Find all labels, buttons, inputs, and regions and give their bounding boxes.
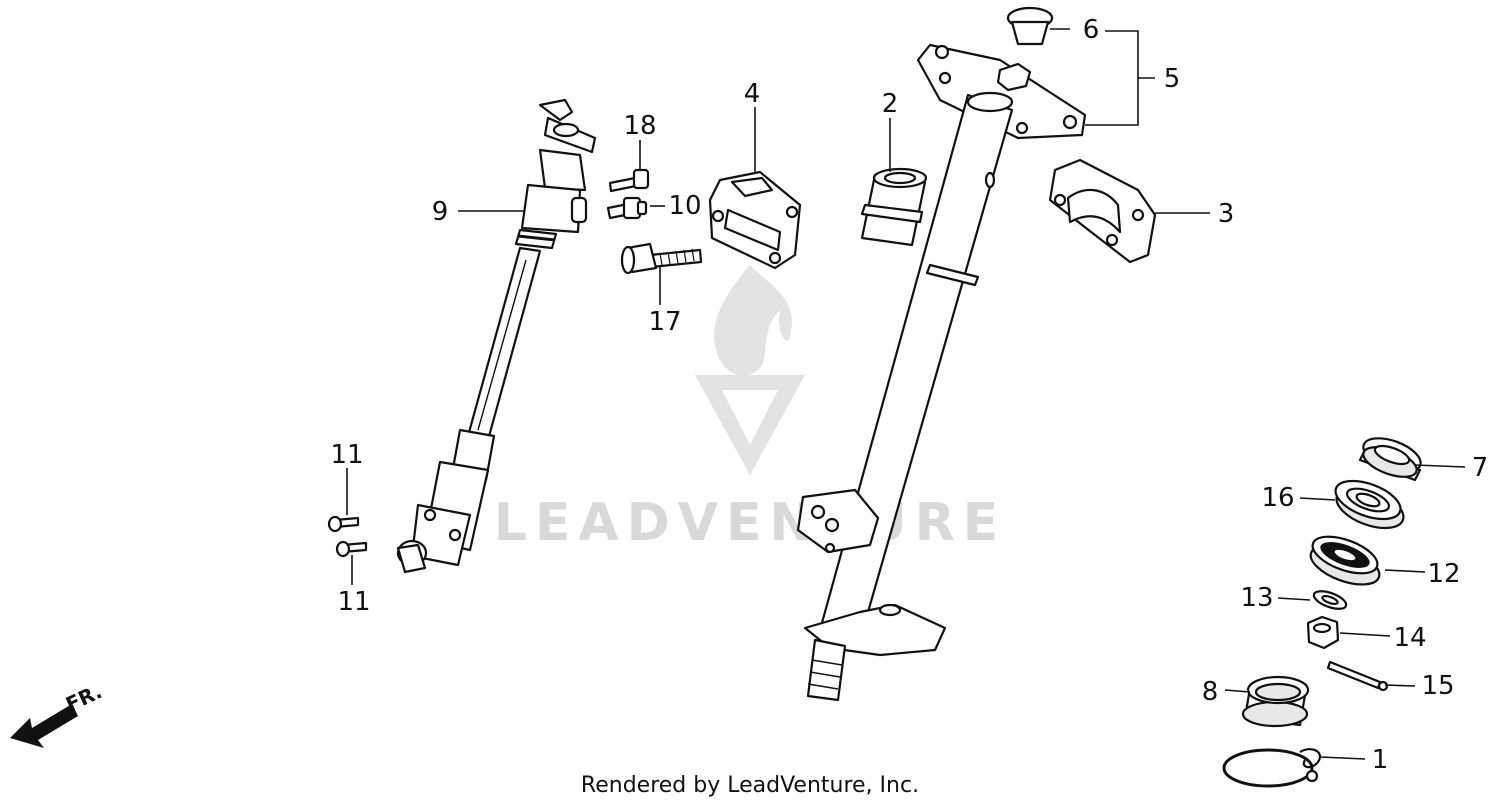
label-part-8: 8 [1202, 677, 1219, 707]
render-credit: Rendered by LeadVenture, Inc. [581, 773, 919, 798]
label-part-5: 5 [1164, 64, 1181, 94]
label-part-7: 7 [1472, 453, 1489, 483]
label-part-15: 15 [1421, 671, 1454, 701]
label-part-11-lower: 11 [337, 587, 370, 617]
part-7-seal[interactable] [1358, 432, 1425, 483]
part-2-bushing[interactable] [860, 167, 928, 247]
part-8-dust-seal[interactable] [1241, 675, 1310, 728]
label-part-18: 18 [623, 111, 656, 141]
label-part-2: 2 [882, 89, 899, 119]
label-part-10: 10 [668, 191, 701, 221]
watermark-v-icon [695, 375, 805, 475]
part-16-bearing[interactable] [1331, 473, 1409, 536]
leader-lines [346, 28, 1466, 760]
label-part-4: 4 [744, 79, 761, 109]
part-1-circlip[interactable] [1222, 748, 1321, 788]
part-12-bearing[interactable] [1306, 529, 1385, 592]
part-6-cap[interactable] [1006, 6, 1054, 46]
part-13-washer[interactable] [1312, 588, 1349, 613]
part-18-bolt[interactable] [608, 168, 650, 193]
label-part-3: 3 [1218, 199, 1235, 229]
part-14-nut[interactable] [1306, 615, 1340, 650]
label-part-12: 12 [1427, 559, 1460, 589]
watermark-text: LEADVENTURE [494, 493, 1007, 553]
part-10-bolt[interactable] [606, 196, 648, 220]
part-9-steering-shaft[interactable] [396, 98, 597, 574]
label-part-9: 9 [432, 197, 449, 227]
front-direction-indicator: FR. [10, 679, 106, 748]
watermark: LEADVENTURE [494, 265, 1007, 553]
part-4-shaft-holder[interactable] [708, 170, 802, 270]
part-11-screw-lower[interactable] [335, 540, 368, 558]
label-part-16: 16 [1261, 483, 1294, 513]
part-11-screw-upper[interactable] [327, 515, 360, 533]
front-direction-label: FR. [62, 679, 106, 716]
part-3-shaft-holder[interactable] [1048, 158, 1157, 264]
part-5-steering-post[interactable] [796, 43, 1087, 702]
label-part-13: 13 [1240, 583, 1273, 613]
label-part-1: 1 [1372, 745, 1389, 775]
label-part-6: 6 [1083, 15, 1100, 45]
part-15-cotter-pin[interactable] [1326, 660, 1389, 692]
part-labels: 9 18 10 17 4 2 3 6 5 7 16 12 13 14 15 8 … [330, 15, 1488, 775]
label-part-17: 17 [648, 307, 681, 337]
watermark-flame-icon [714, 265, 792, 376]
front-arrow-icon [10, 704, 78, 748]
label-part-11-upper: 11 [330, 440, 363, 470]
label-part-14: 14 [1393, 623, 1426, 653]
part-17-bolt[interactable] [620, 242, 703, 275]
